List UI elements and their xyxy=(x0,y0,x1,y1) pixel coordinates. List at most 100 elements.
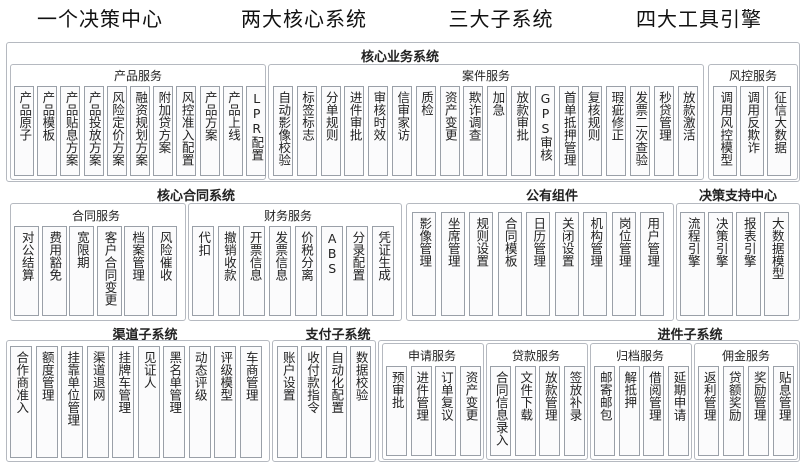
module-label: 借阅管理 xyxy=(646,371,662,421)
module-cell: 借阅管理 xyxy=(643,366,665,456)
module-label: 签放补录 xyxy=(567,371,583,421)
module-label: 资产变更 xyxy=(442,91,458,141)
module-label: 挂牌车管理 xyxy=(116,351,132,414)
module-label: 复核规则 xyxy=(585,91,601,141)
module-label: 关闭设置 xyxy=(559,217,575,267)
core-business-title: 核心业务系统 xyxy=(360,50,439,65)
module-label: 奖励管理 xyxy=(751,371,767,421)
module-cell: 档案管理 xyxy=(124,226,150,316)
module-label: 融资规划方案 xyxy=(133,91,149,166)
module-label: 风险催收 xyxy=(157,231,173,281)
module-label: 加急 xyxy=(490,91,506,116)
public-components-title: 公有组件 xyxy=(525,189,578,204)
module-label: 进件审批 xyxy=(347,91,363,141)
module-label: 征信大数据 xyxy=(772,91,788,154)
module-cell: 账户设置 xyxy=(277,346,298,458)
module-label: 附加贷方案 xyxy=(156,91,172,154)
module-label: 放款审批 xyxy=(514,91,530,141)
module-label: 动态评级 xyxy=(192,351,208,401)
module-label: 质检 xyxy=(418,91,434,116)
module-cell: 流程引擎 xyxy=(680,212,705,316)
module-cell: 决策引擎 xyxy=(708,212,733,316)
module-label: 黑名单管理 xyxy=(167,351,183,414)
module-cell: 挂牌车管理 xyxy=(112,346,134,458)
module-cell: 资产变更 xyxy=(439,86,460,176)
module-cell: 合作商准入 xyxy=(10,346,32,458)
module-cell: 欺诈调查 xyxy=(463,86,484,176)
module-label: 产品方案 xyxy=(202,91,218,141)
module-label: 进件管理 xyxy=(414,371,430,421)
module-label: 调用风控模型 xyxy=(718,91,734,166)
module-cell: 客户合同变更 xyxy=(96,226,122,316)
module-label: 贴息管理 xyxy=(776,371,792,421)
module-cell: 风控准入配置 xyxy=(176,86,197,176)
module-cell: 瑕疵修正 xyxy=(606,86,627,176)
archive-service-title: 归档服务 xyxy=(604,347,676,364)
module-label: 车商管理 xyxy=(243,351,259,401)
module-cell: 放款管理 xyxy=(539,366,561,456)
finance-service-title: 财务服务 xyxy=(250,207,326,224)
module-label: 信审家访 xyxy=(395,91,411,141)
module-cell: 延期申请 xyxy=(667,366,689,456)
module-cell: 宽限期 xyxy=(69,226,95,316)
module-cell: 日历管理 xyxy=(526,212,550,316)
payment-subsystem-title: 支付子系统 xyxy=(305,328,371,343)
module-label: 欺诈调查 xyxy=(466,91,482,141)
module-cell: 调用反欺诈 xyxy=(740,86,764,176)
module-label: 开票信息 xyxy=(247,231,263,281)
module-cell: 信审家访 xyxy=(392,86,412,176)
header-core-systems: 两大核心系统 xyxy=(241,7,367,31)
module-cell: 复核规则 xyxy=(582,86,603,176)
module-cell: 产品方案 xyxy=(199,86,220,176)
module-cell: 文件下载 xyxy=(514,366,536,456)
case-service-title: 案件服务 xyxy=(448,67,524,84)
module-cell: 费用豁免 xyxy=(41,226,67,316)
module-cell: 放款激活 xyxy=(677,86,698,176)
module-label: 发票信息 xyxy=(273,231,289,281)
module-label: 返利管理 xyxy=(701,371,717,421)
module-cell: 发票二次查验 xyxy=(630,86,650,176)
module-label: 客户合同变更 xyxy=(102,231,118,306)
module-label: 决策引擎 xyxy=(713,217,729,267)
module-cell: 价税分离 xyxy=(294,226,317,316)
module-cell: 进件管理 xyxy=(410,366,432,456)
module-cell: 合同模板 xyxy=(497,212,522,316)
module-label: 挂靠单位管理 xyxy=(65,351,81,426)
module-cell: 产品原子 xyxy=(14,86,34,176)
module-cell: 机构管理 xyxy=(583,212,607,316)
commission-service-title: 佣金服务 xyxy=(710,347,782,364)
module-label: 数据校验 xyxy=(353,351,369,401)
module-label: 代扣 xyxy=(196,231,212,256)
risk-service-title: 风控服务 xyxy=(714,67,792,84)
module-label: GPS审核 xyxy=(537,91,553,161)
module-label: 凭证生成 xyxy=(376,231,392,281)
contract-service-title: 合同服务 xyxy=(58,207,134,224)
module-cell: 发票信息 xyxy=(269,226,292,316)
channel-subsystem-title: 渠道子系统 xyxy=(112,328,178,343)
module-cell: 收付款指令 xyxy=(301,346,323,458)
module-label: 规则设置 xyxy=(474,217,490,267)
loan-service-title: 贷款服务 xyxy=(500,347,572,364)
module-label: 产品投放方案 xyxy=(86,91,102,166)
module-cell: 用户管理 xyxy=(640,212,664,316)
module-label: 产品上线 xyxy=(225,91,241,141)
module-cell: 撤销收款 xyxy=(217,226,240,316)
module-cell: 秒贷管理 xyxy=(653,86,674,176)
module-label: 机构管理 xyxy=(588,217,604,267)
module-label: 合同模板 xyxy=(502,217,518,267)
module-label: 岗位管理 xyxy=(616,217,632,267)
module-label: 渠道退网 xyxy=(90,351,106,401)
module-cell: 征信大数据 xyxy=(767,86,791,176)
module-label: 订单复议 xyxy=(438,371,454,421)
module-cell: 风险定价方案 xyxy=(106,86,127,176)
module-cell: 报表引擎 xyxy=(736,212,761,316)
module-label: 首单抵押管理 xyxy=(561,91,577,166)
module-label: 价税分离 xyxy=(298,231,314,281)
apply-service-title: 申请服务 xyxy=(396,347,468,364)
module-label: 对公结算 xyxy=(19,231,35,281)
module-cell: 渠道退网 xyxy=(86,346,109,458)
module-cell: 签放补录 xyxy=(563,366,585,456)
module-cell: 邮寄邮包 xyxy=(594,366,615,456)
module-label: 标签标志 xyxy=(299,91,315,141)
module-label: 大数据模型 xyxy=(769,217,785,280)
